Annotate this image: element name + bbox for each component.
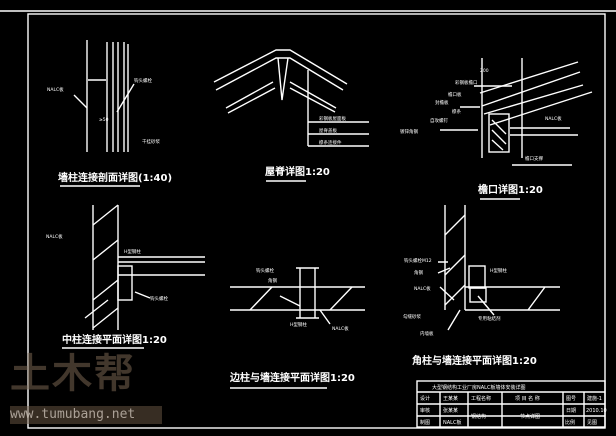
callout-label: NALC板 [332, 325, 349, 332]
callout-label: 镀锌角钢 [400, 128, 418, 135]
callout-label: NALC板 [414, 285, 431, 292]
middle-column-plan-detail: NALC板 H型钢柱 钩头螺栓 中柱连接平面详图1:20 [46, 204, 205, 349]
watermark-logo: 土木帮 [10, 351, 136, 397]
dimension-label: 200 [480, 68, 489, 74]
title-block-cell: 建施-1 [587, 395, 602, 402]
title-block-header: 大型钢结构工业厂房NALC板墙体安装详图 [432, 384, 525, 391]
watermark-url: www.tumubang.net [10, 406, 162, 424]
callout-label: 角钢 [268, 277, 277, 284]
dimension-label: ≥50 [99, 117, 109, 123]
callout-label: H型钢柱 [124, 248, 141, 255]
title-block-cell: 设计 [420, 395, 430, 402]
callout-label: 专用粘结剂 [478, 315, 501, 322]
roof-ridge-detail: 彩钢板屋面板 屋脊盖板 檩条连接件 屋脊详图1:20 [213, 49, 369, 182]
callout-label: 檩条连接件 [319, 139, 342, 146]
callout-label: NALC板 [47, 86, 64, 93]
callout-label: 彩钢板檐口 [455, 79, 478, 86]
detail-title: 角柱与墙连接平面详图1:20 [412, 354, 537, 367]
detail-title: 屋脊详图1:20 [265, 165, 330, 178]
callout-label: 檐口支撑 [525, 155, 543, 162]
callout-label: 勾缝砂浆 [403, 313, 421, 320]
callout-label: H型钢柱 [290, 321, 307, 328]
title-block-cell: 审核 [420, 407, 430, 414]
corner-column-wall-plan-detail: 钩头螺栓M12 角钢 NALC板 H型钢柱 勾缝砂浆 专用粘结剂 内墙板 角柱与… [403, 205, 560, 367]
callout-label: NALC板 [46, 233, 63, 240]
title-block-cell: 制图 [420, 419, 430, 426]
detail-title: 檐口详图1:20 [478, 183, 543, 196]
title-block-cell: NALC板 [443, 419, 461, 426]
title-block-cell: 比例 [565, 419, 575, 426]
callout-label: 钩头螺栓M12 [404, 257, 432, 264]
callout-label: H型钢柱 [490, 267, 507, 274]
callout-label: 屋脊盖板 [319, 127, 337, 134]
title-block-cell: 项 目 名 称 [515, 395, 540, 402]
callout-label: NALC板 [545, 115, 562, 122]
callout-label: 钩头螺栓 [150, 295, 168, 302]
callout-label: 檐口板 [448, 91, 462, 98]
title-block-cell: 见图 [587, 420, 597, 426]
detail-title: 中柱连接平面详图1:20 [62, 333, 167, 346]
title-block: 大型钢结构工业厂房NALC板墙体安装详图 设计 王某某 工程名称 项 目 名 称… [416, 380, 607, 428]
drawing-frame [0, 10, 616, 429]
callout-label: 干挂砂浆 [142, 138, 160, 145]
callout-label: 自攻螺钉 [430, 117, 448, 124]
title-block-cell: 王某某 [443, 396, 458, 402]
title-block-cell: 工程名称 [471, 395, 491, 402]
title-block-cell: 2010.10 [586, 408, 607, 414]
callout-label: 内墙板 [420, 330, 434, 337]
callout-label: 钩头螺栓 [134, 77, 152, 84]
title-block-cell: 节点详图 [520, 413, 540, 420]
callout-label: 彩钢板屋面板 [319, 115, 346, 122]
detail-title: 边柱与墙连接平面详图1:20 [229, 371, 355, 384]
title-block-cell: 张某某 [443, 407, 458, 414]
title-block-cell: 日期 [566, 408, 576, 414]
eave-detail: 200 彩钢板檐口 檐口板 封檐板 檩条 自攻螺钉 镀锌角钢 NALC板 檐口支… [400, 58, 593, 200]
title-block-cell: 图号 [566, 396, 576, 402]
title-block-cell: 钢结构 [471, 413, 486, 420]
callout-label: 角钢 [414, 269, 423, 276]
callout-label: 封檐板 [435, 99, 449, 106]
wall-column-section-detail: NALC板 钩头螺栓 干挂砂浆 ≥50 墙柱连接剖面详图(1:40) [47, 40, 172, 187]
callout-label: 钩头螺栓 [256, 267, 274, 274]
callout-label: 檩条 [452, 108, 461, 115]
detail-title: 墙柱连接剖面详图(1:40) [58, 171, 172, 184]
edge-column-wall-plan-detail: 钩头螺栓 角钢 H型钢柱 NALC板 边柱与墙连接平面详图1:20 [229, 267, 365, 389]
